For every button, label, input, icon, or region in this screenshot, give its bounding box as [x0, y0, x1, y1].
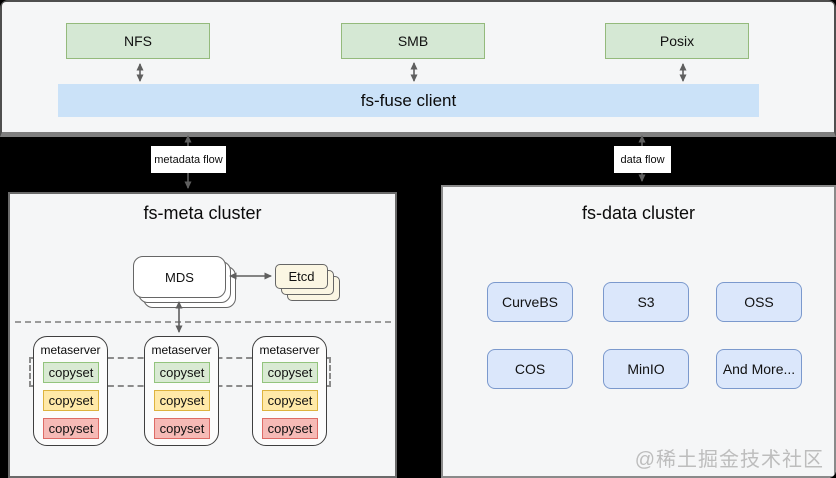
backend-box-s3: S3 — [603, 282, 689, 322]
copyset-yellow: copyset — [43, 390, 99, 411]
backend-box-minio: MinIO — [603, 349, 689, 389]
copyset-green: copyset — [43, 362, 99, 383]
fs-fuse-client-bar: fs-fuse client — [58, 84, 759, 117]
fs-data-cluster-panel: fs-data cluster CurveBS S3 OSS COS MinIO… — [441, 185, 836, 478]
mds-label: MDS — [165, 269, 194, 285]
metaserver-label: metaserver — [40, 343, 101, 357]
copyset-red: copyset — [262, 418, 318, 439]
etcd-box: Etcd — [275, 264, 328, 289]
watermark-text: @稀土掘金技术社区 — [634, 449, 824, 471]
copyset-yellow: copyset — [154, 390, 210, 411]
mds-box: MDS — [133, 256, 226, 298]
fs-meta-cluster-panel: fs-meta cluster MDS Etcd metaserver copy… — [8, 192, 397, 478]
fs-fuse-client-label: fs-fuse client — [360, 90, 457, 110]
copyset-green: copyset — [154, 362, 210, 383]
backend-box-oss: OSS — [716, 282, 802, 322]
metaserver-box-2: metaserver copyset copyset copyset — [144, 336, 219, 446]
etcd-label: Etcd — [288, 269, 315, 284]
backend-box-and-more: And More... — [716, 349, 802, 389]
copyset-red: copyset — [43, 418, 99, 439]
metaserver-box-3: metaserver copyset copyset copyset — [252, 336, 327, 446]
copyset-green: copyset — [262, 362, 318, 383]
backend-box-curvebs: CurveBS — [487, 282, 573, 322]
copyset-red: copyset — [154, 418, 210, 439]
metaserver-label: metaserver — [151, 343, 212, 357]
protocol-label-smb: SMB — [397, 33, 429, 49]
protocol-label-nfs: NFS — [124, 33, 152, 49]
data-flow-label: data flow — [614, 146, 671, 173]
protocol-box-smb: SMB — [341, 23, 485, 59]
protocol-box-nfs: NFS — [66, 23, 210, 59]
backend-box-cos: COS — [487, 349, 573, 389]
fs-data-cluster-title: fs-data cluster — [581, 203, 696, 223]
fs-meta-cluster-title: fs-meta cluster — [143, 203, 262, 223]
metadata-flow-label: metadata flow — [151, 146, 226, 173]
protocol-box-posix: Posix — [605, 23, 749, 59]
access-layer-panel: NFS SMB Posix fs-fuse client — [0, 0, 836, 137]
mds-stacked-box: MDS — [133, 256, 236, 308]
copyset-yellow: copyset — [262, 390, 318, 411]
protocol-label-posix: Posix — [659, 33, 695, 49]
metaserver-box-1: metaserver copyset copyset copyset — [33, 336, 108, 446]
etcd-stacked-box: Etcd — [275, 264, 340, 301]
meta-panel-dashed-separator — [15, 321, 391, 323]
metaserver-label: metaserver — [259, 343, 320, 357]
